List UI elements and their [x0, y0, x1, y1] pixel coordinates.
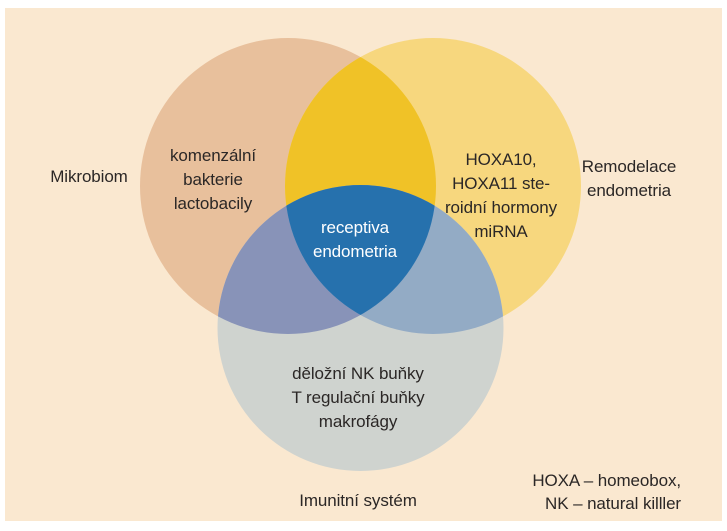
microbiome-inner-label: komenzální bakterie lactobacily: [170, 146, 256, 213]
remodeling-inner-label: HOXA10, HOXA11 ste- roidní hormony miRNA: [445, 150, 557, 241]
immune-inner-label: děložní NK buňky T regulační buňky makro…: [291, 364, 425, 431]
remodeling-outer-label: Remodelace endometria: [581, 157, 677, 200]
microbiome-outer-label: Mikrobiom: [50, 167, 128, 186]
center-overlap-label: receptiva endometria: [312, 218, 398, 261]
immune-outer-label: Imunitní systém: [299, 491, 417, 510]
abbreviation-footnote: HOXA – homeobox, NK – natural killler: [532, 471, 681, 513]
